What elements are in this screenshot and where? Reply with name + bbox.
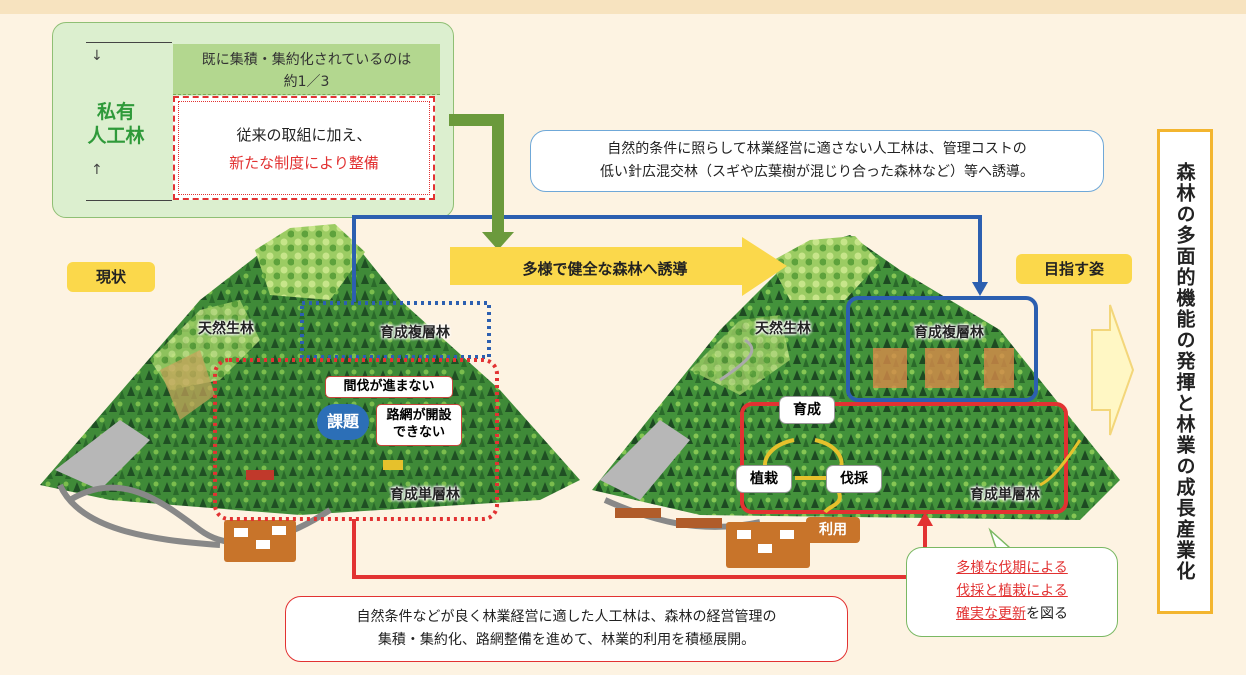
new-system-inner-border	[178, 101, 430, 195]
issue-road-line1: 路網が開設	[386, 408, 452, 423]
green-callout: 多様な伐期による 伐採と植栽による 確実な更新を図る	[906, 547, 1118, 637]
red-callout-line2: 集積・集約化、路網整備を進めて、林業的利用を積極展開。	[377, 632, 756, 648]
new-system-box	[173, 96, 435, 200]
cycle-grow: 育成	[780, 397, 834, 423]
scale-down-arrow-icon: ↓	[91, 48, 103, 64]
left-single-layer-label: 育成単層林	[390, 487, 460, 503]
log-truck-1	[615, 508, 661, 518]
aggregated-text-line1: 既に集積・集約化されているのは	[201, 52, 412, 68]
left-truck	[246, 470, 274, 480]
right-multilayer-box	[846, 296, 1038, 402]
blue-callout-line2: 低い針広混交林（スギや広葉樹が混じり合った森林など）等へ誘導。	[600, 164, 1034, 180]
issue-road-line2: できない	[392, 425, 445, 440]
patch-1	[873, 348, 907, 388]
guide-arrow-label: 多様で健全な森林へ誘導	[522, 260, 688, 278]
issue-road-network: 路網が開設 できない	[376, 404, 462, 446]
issue-thinning: 間伐が進まない	[325, 376, 453, 398]
cycle-arrow-4	[823, 489, 842, 514]
left-multilayer-dashed-box	[300, 301, 491, 359]
guide-big-arrow-icon	[450, 237, 787, 296]
right-single-layer-label: 育成単層林	[970, 487, 1040, 503]
cycle-harvest: 伐採	[827, 466, 881, 492]
outcome-arrow-icon	[1091, 304, 1135, 436]
patch-2	[925, 348, 959, 388]
scale-bottom-line	[86, 200, 172, 201]
left-multilayer-label: 育成複層林	[380, 325, 450, 341]
aggregated-header	[173, 44, 440, 95]
outcome-text: 森林の多面的機能の発揮と林業の成長産業化	[1173, 162, 1196, 582]
blue-callout: 自然的条件に照らして林業経営に適さない人工林は、管理コストの 低い針広混交林（ス…	[530, 130, 1104, 192]
right-multilayer-label: 育成複層林	[914, 325, 984, 341]
outcome-box	[1157, 129, 1213, 614]
issue-badge: 課題	[317, 404, 369, 440]
measure-text-line1: 従来の取組に加え、	[236, 126, 372, 144]
goal-state-tag: 目指す姿	[1016, 254, 1132, 284]
measure-text-line2: 新たな制度により整備	[229, 154, 379, 172]
aggregated-text-line2: 約1／3	[283, 74, 330, 90]
patch-3	[984, 348, 1014, 388]
green-callout-line3b: を図る	[1026, 606, 1068, 622]
left-natural-forest-label: 天然生林	[198, 321, 254, 337]
right-natural-forest-label: 天然生林	[755, 321, 811, 337]
cycle-use: 利用	[806, 517, 860, 543]
log-truck-2	[676, 518, 722, 528]
blue-callout-line1: 自然的条件に照らして林業経営に適さない人工林は、管理コストの	[607, 141, 1027, 157]
red-callout: 自然条件などが良く林業経営に適した人工林は、森林の経営管理の 集積・集約化、路網…	[285, 596, 848, 662]
right-mountain	[592, 235, 1120, 520]
left-harvester	[383, 460, 403, 470]
blue-guide-line	[352, 215, 982, 302]
green-callout-line3a: 確実な更新	[956, 606, 1026, 622]
red-callout-line1: 自然条件などが良く林業経営に適した人工林は、森林の経営管理の	[356, 609, 777, 625]
scale-up-arrow-icon: ↑	[91, 162, 103, 178]
cycle-plant: 植栽	[737, 466, 791, 492]
private-forest-label-line1: 私有	[96, 101, 135, 123]
green-callout-line2: 伐採と植栽による	[956, 583, 1068, 599]
olive-arrow	[449, 114, 504, 232]
scale-top-line	[86, 42, 172, 43]
private-forest-label-line2: 人工林	[87, 125, 145, 147]
green-callout-line1: 多様な伐期による	[956, 560, 1068, 576]
top-strip	[0, 0, 1246, 14]
current-state-tag: 現状	[67, 262, 155, 292]
